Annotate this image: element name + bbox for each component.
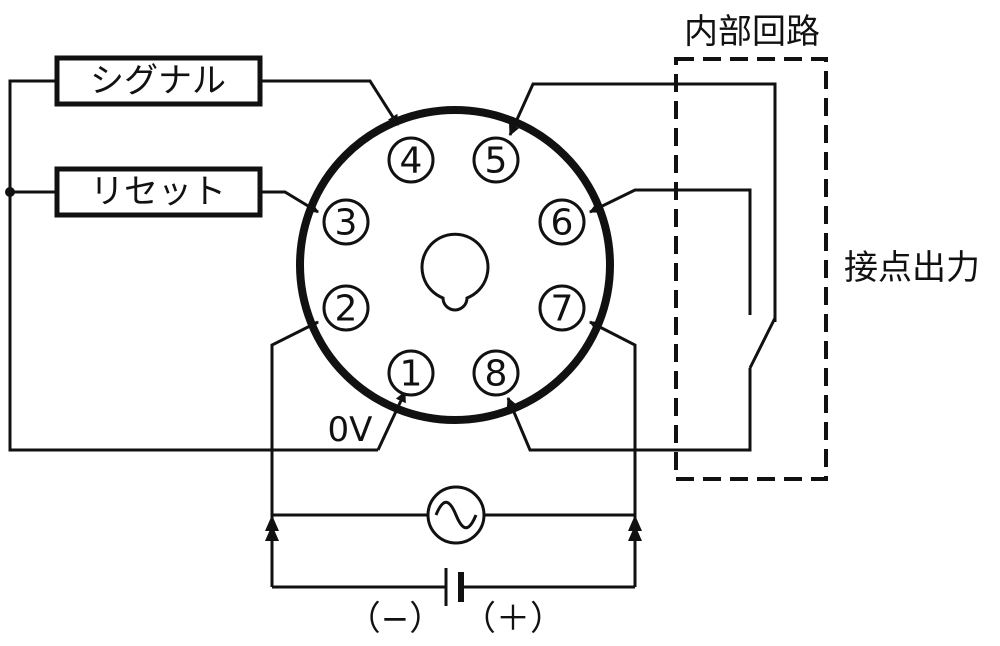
arrow-up-left-ac <box>265 515 279 531</box>
pin-1-label: 1 <box>400 354 423 395</box>
pin-6-label: 6 <box>551 203 574 244</box>
pin6-contact-line <box>589 188 752 315</box>
reset-to-pin3-line <box>260 190 319 214</box>
left-common-bus <box>8 79 378 452</box>
pin-4-circle <box>387 136 435 184</box>
power-negative-to-pin2 <box>270 320 319 587</box>
internal-circuit-label: 内部回路 <box>684 12 820 52</box>
pin5-contact-line <box>508 82 777 322</box>
sine-wave-icon <box>434 500 478 530</box>
socket-center-key <box>420 232 490 312</box>
pin-4-label: 4 <box>400 141 423 182</box>
arrow-up-left-dc <box>265 525 279 541</box>
minus-label: （−） <box>347 599 444 639</box>
zero-v-to-pin1-line <box>376 391 407 451</box>
pin-7-label: 7 <box>551 289 574 330</box>
arrow-up-right-ac <box>628 515 642 531</box>
pin-3-circle <box>322 198 370 246</box>
pin-3-label: 3 <box>335 203 358 244</box>
pin-2-label: 2 <box>335 289 358 330</box>
pin-8-circle <box>472 349 520 397</box>
pin-5-label: 5 <box>485 141 508 182</box>
reset-label: リセット <box>90 172 226 212</box>
power-positive-to-pin7 <box>589 320 637 587</box>
arrow-up-right-dc <box>628 525 642 541</box>
contact-output-label: 接点出力 <box>844 248 980 288</box>
signal-to-pin4-line <box>260 79 400 126</box>
pin8-contact-line <box>506 368 752 452</box>
junction-dot <box>5 187 15 197</box>
pin-5-circle <box>472 136 520 184</box>
internal-circuit-box <box>674 57 828 481</box>
pin-6-circle <box>538 198 586 246</box>
pin-7-circle <box>538 284 586 332</box>
pin-2-circle <box>322 284 370 332</box>
plus-label: （＋） <box>462 599 564 639</box>
signal-label: シグナル <box>90 61 226 101</box>
zero-v-label: 0V <box>328 410 373 450</box>
contact-switch-blade <box>748 317 777 369</box>
pin-1-circle <box>387 349 435 397</box>
pin-8-label: 8 <box>485 354 508 395</box>
socket-outline <box>296 106 614 424</box>
